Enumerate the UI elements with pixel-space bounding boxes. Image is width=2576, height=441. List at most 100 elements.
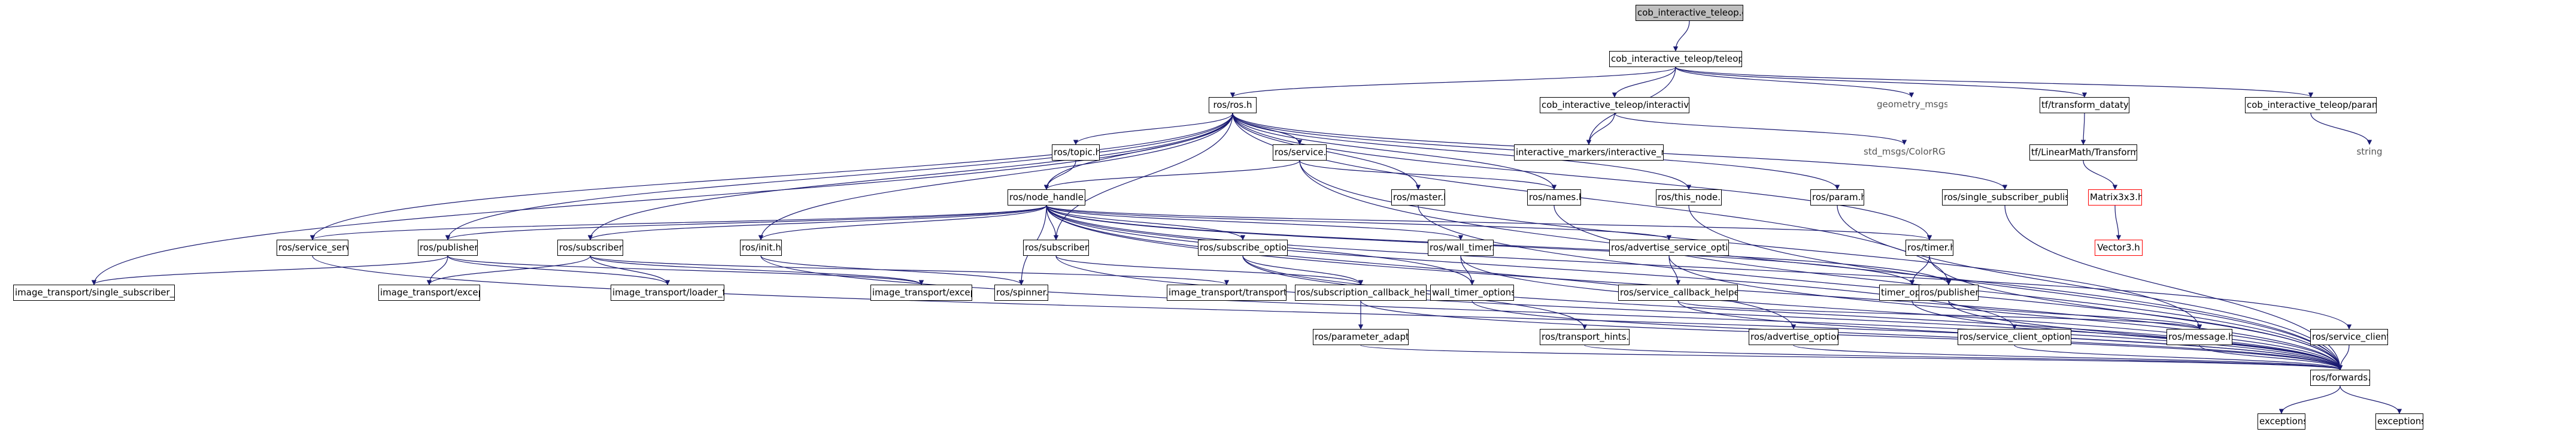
edge-forwards-to-exceptionsB [2340,385,2402,414]
edge-message-to-forwards [2199,345,2343,370]
node-it-loader[interactable]: image_transport/loader_fwds.h [611,285,724,301]
edge-rosros-to-servicesrv [310,113,1233,240]
edge-timer-to-timeropts [1909,255,1930,285]
edge-service-to-names [1299,160,1557,190]
edge-nodehandle-to-walltimer [1046,205,1464,240]
node-it-hints[interactable]: image_transport/transport_hints.h [1167,285,1287,301]
node-paramlist[interactable]: cob_interactive_teleop/parameters_list.h [2245,97,2377,113]
edge-transporthints-to-forwards [1584,345,2343,370]
node-lmtransform[interactable]: tf/LinearMath/Transform.h [2029,144,2137,161]
edge-service-to-nodehandle [1043,160,1300,190]
edge-paramlist-to-string [2310,113,2372,145]
node-topic[interactable]: ros/topic.h [1052,144,1100,161]
edge-nodehandle-to-timer [1046,205,1932,240]
node-names[interactable]: ros/names.h [1527,189,1581,206]
node-param[interactable]: ros/param.h [1810,189,1864,206]
node-walltimeropts[interactable]: wall_timer_options.h [1430,285,1514,301]
edge-timeropts-to-forwards [1911,300,2343,370]
edge-service-to-message [1299,160,2202,330]
node-subscriberB[interactable]: ros/subscriber.h [1023,240,1089,256]
edge-rosros-to-names [1232,113,1557,190]
node-srvclientopts[interactable]: ros/service_client_options.h [1958,329,2071,345]
node-advsrvopts[interactable]: ros/advertise_service_options.h [1609,240,1729,256]
node-init[interactable]: ros/init.h [740,240,782,256]
node-transporthints[interactable]: ros/transport_hints.h [1540,329,1630,345]
node-marker[interactable]: cob_interactive_teleop/teleop_cob_marker… [1609,51,1742,67]
node-subcbhelper[interactable]: ros/subscription_callback_helper.h [1295,285,1427,301]
node-thisnode[interactable]: ros/this_node.h [1656,189,1722,206]
node-spinner[interactable]: ros/spinner.h [994,285,1048,301]
edge-thisnode-to-forwards [1688,205,2343,370]
edge-nodehandle-to-advsrvopts [1046,205,1671,240]
node-publisherA[interactable]: ros/publisher.h [418,240,478,256]
edge-root-to-marker [1673,20,1690,52]
node-string: string [2356,146,2383,157]
node-timer[interactable]: ros/timer.h [1906,240,1953,256]
node-srvclient[interactable]: ros/service_client.h [2310,329,2388,345]
node-tfdt[interactable]: tf/transform_datatypes.h [2040,97,2129,113]
edge-nodehandle-to-servicesrv [310,205,1047,240]
edge-rosros-to-thisnode [1232,113,1692,190]
node-subscriberA[interactable]: ros/subscriber.h [557,240,623,256]
edge-marker-to-geomtwist [1675,67,1914,98]
node-it-ssp[interactable]: image_transport/single_subscriber_publis… [13,285,175,301]
node-vector3[interactable]: Vector3.h [2095,240,2143,256]
edge-subscriberA-to-it_exc1 [426,255,591,285]
node-forwards[interactable]: ros/forwards.h [2310,370,2370,386]
edge-subscriberA-to-it_loader [590,255,670,285]
edge-srvclientopts-to-forwards [2014,345,2343,370]
node-publisherB[interactable]: ros/publisher.h [1919,285,1979,301]
edge-marker-to-paramlist [1675,67,2313,98]
node-srvcbhelper[interactable]: ros/service_callback_helper.h [1618,285,1738,301]
edge-walltimeropts-to-forwards [1471,300,2343,370]
node-it-exc2[interactable]: image_transport/exception.h [870,285,972,301]
edge-publisherB-to-message [1948,300,2202,330]
node-subscribeopts[interactable]: ros/subscribe_options.h [1198,240,1288,256]
edge-init-to-spinner [760,255,1024,285]
edge-publisherA-to-it_loader [447,255,670,285]
edge-subscribeopts-to-subcbhelper [1242,255,1364,285]
edge-paramadapter-to-forwards [1360,345,2343,370]
node-exceptionsB[interactable]: exceptions.h [2375,413,2423,430]
edge-marker-to-tfdt [1675,67,2087,98]
edge-rosros-to-timer [1232,113,1932,240]
edge-nodehandle-to-publisherA [445,205,1047,240]
edge-publisherA-to-it_exc2 [447,255,924,285]
node-matrix3x3[interactable]: Matrix3x3.h [2088,189,2142,206]
node-geomtwist: geometry_msgs/Twist.h [1877,99,1947,110]
node-imserver[interactable]: interactive_markers/interactive_marker_s… [1514,144,1664,161]
node-imtools[interactable]: cob_interactive_teleop/interactive_marke… [1540,97,1689,113]
edge-rosros-to-publisherA [445,113,1233,240]
node-nodehandle[interactable]: ros/node_handle.h [1008,189,1085,206]
node-it-exc1[interactable]: image_transport/exception.h [378,285,480,301]
edge-nodehandle-to-subscribeopts [1046,205,1246,240]
edge-tfdt-to-lmtransform [2080,113,2086,145]
node-walltimer[interactable]: ros/wall_timer.h [1428,240,1494,256]
edge-srvclient-to-forwards [2337,345,2350,370]
node-root: cob_interactive_teleop.cpp [1636,5,1743,21]
node-master[interactable]: ros/master.h [1391,189,1445,206]
node-paramadapter[interactable]: ros/parameter_adapter.h [1313,329,1409,345]
edge-nodehandle-to-subscriberB [1046,205,1059,240]
edge-subscriberA-to-it_exc2 [590,255,924,285]
edge-advsrvopts-to-forwards [1668,255,2343,370]
node-colorrgba: std_msgs/ColorRGBA.h [1864,146,1946,157]
node-rosros[interactable]: ros/ros.h [1209,97,1257,113]
node-servicesrv[interactable]: ros/service_server.h [277,240,348,256]
node-advopts[interactable]: ros/advertise_options.h [1749,329,1838,345]
edge-init-to-forwards [760,255,2343,370]
node-service[interactable]: ros/service.h [1273,144,1327,161]
edge-marker-to-rosros [1230,67,1676,98]
edge-srvcbhelper-to-message [1677,300,2202,330]
node-message[interactable]: ros/message.h [2167,329,2232,345]
node-exceptionsA[interactable]: exceptions.h [2258,413,2305,430]
edge-rosros-to-topic [1073,113,1233,145]
edge-rosros-to-init [758,113,1233,240]
edge-rosros-to-service [1232,113,1303,145]
node-single-sp[interactable]: ros/single_subscriber_publisher.h [1942,189,2068,206]
edge-rosros-to-subscriberA [587,113,1233,240]
edge-imtools-to-imserver [1586,113,1615,145]
edge-nodehandle-to-subscriberA [588,205,1047,240]
